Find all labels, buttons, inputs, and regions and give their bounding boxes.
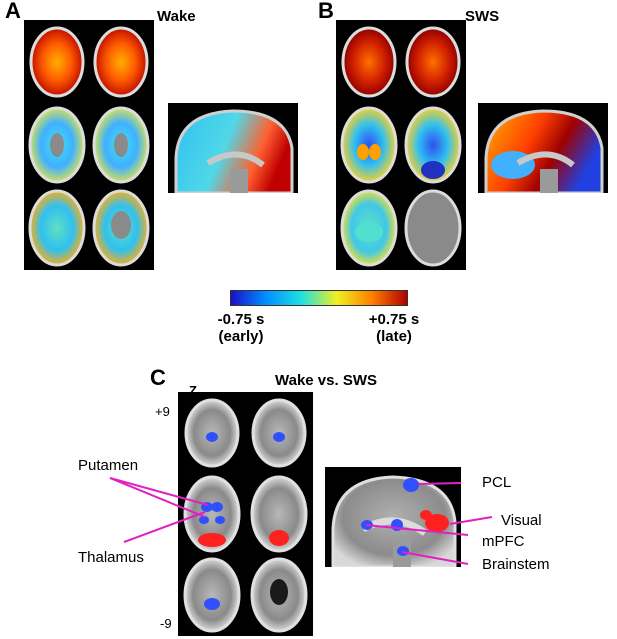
latency-min-value: -0.75 s <box>217 311 265 328</box>
panel-letter-c: C <box>150 365 166 390</box>
region-label-visual: Visual <box>501 512 542 529</box>
latency-min-note: (early) <box>218 328 264 345</box>
latency-colorbar-min: -0.75 s (early) <box>201 311 281 345</box>
region-label-thalamus: Thalamus <box>78 549 144 566</box>
z-colorbar-max: +9 <box>155 404 170 419</box>
condition-label-wake: Wake <box>157 8 196 25</box>
region-label-mpfc: mPFC <box>482 533 525 550</box>
z-colorbar-min: -9 <box>160 616 172 631</box>
latency-colorbar <box>230 290 408 306</box>
latency-max-note: (late) <box>376 328 412 345</box>
wake-sagittal-slice <box>168 103 298 193</box>
contrast-sagittal-slice <box>325 467 461 567</box>
wake-axial-montage <box>24 20 154 270</box>
condition-label-sws: SWS <box>465 8 500 25</box>
latency-max-value: +0.75 s <box>368 311 420 328</box>
region-label-putamen: Putamen <box>78 457 139 474</box>
region-label-pcl: PCL <box>482 474 512 491</box>
sws-axial-montage <box>336 20 466 270</box>
region-label-brainstem: Brainstem <box>482 556 550 573</box>
panel-letter-a: A <box>5 0 21 23</box>
latency-colorbar-max: +0.75 s (late) <box>354 311 434 345</box>
sws-sagittal-slice <box>478 103 608 193</box>
z-colorbar-title: Z <box>189 383 197 398</box>
condition-label-contrast: Wake vs. SWS <box>275 372 377 389</box>
panel-letter-b: B <box>318 0 334 23</box>
